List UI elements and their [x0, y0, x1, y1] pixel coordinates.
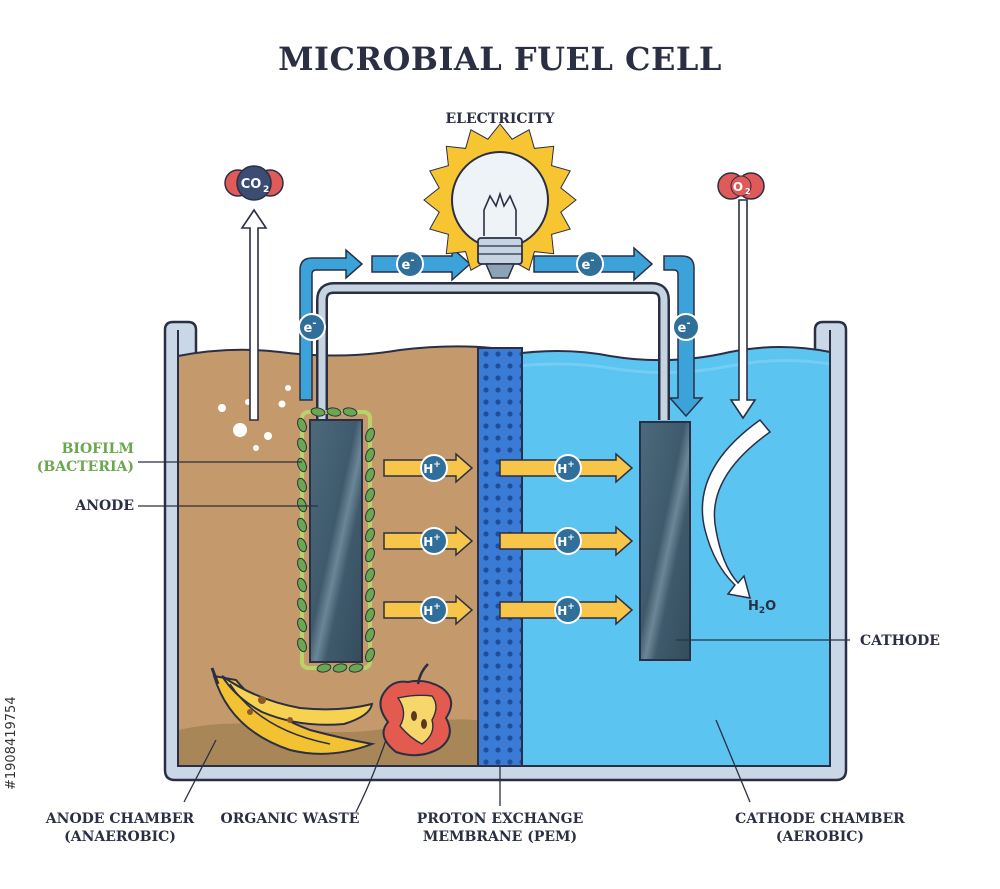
bacteria-cell-11: [365, 527, 375, 543]
co2-molecule-icon: CO 2: [224, 165, 284, 201]
bacteria-cell-22: [297, 637, 307, 653]
electron-badge-2: e-: [576, 250, 604, 278]
proton-badge-1-1: H+: [554, 527, 582, 555]
o2-arrow: [729, 199, 757, 420]
cathode-label: CATHODE: [860, 633, 940, 649]
anode-chamber-line1: ANODE CHAMBER: [45, 811, 195, 827]
o2-molecule-icon: O 2: [717, 172, 765, 200]
proton-flow: H+ H+ H+ H+ H+ H+: [383, 452, 634, 626]
anode-chamber-label: ANODE CHAMBER (ANAEROBIC): [30, 810, 210, 846]
organic-waste-label: ORGANIC WASTE: [220, 811, 360, 827]
bacteria-cell-5: [365, 467, 375, 483]
bacteria-cell-25: [316, 663, 332, 673]
cathode-chamber-label: CATHODE CHAMBER (AEROBIC): [730, 810, 910, 846]
biofilm-label: BIOFILM (BACTERIA): [10, 440, 134, 476]
bacteria-cell-3: [365, 447, 375, 463]
biofilm-label-line1: BIOFILM: [61, 441, 134, 457]
biofilm-bacteria: [297, 407, 375, 673]
bacteria-cell-18: [297, 597, 307, 613]
bacteria-cell-6: [297, 477, 307, 493]
bacteria-cell-20: [297, 617, 307, 633]
banana-peel-icon: [210, 667, 376, 755]
electron-badge-0: e-: [298, 313, 326, 341]
o2-sub: 2: [745, 187, 751, 196]
anode-chamber-line2: (ANAEROBIC): [64, 829, 176, 845]
bacteria-cell-15: [365, 567, 375, 583]
electron-particles: e-e-e-e-: [298, 250, 700, 341]
container: [163, 320, 848, 782]
co2-sub: 2: [263, 185, 269, 195]
proton-badge-2-1: H+: [554, 596, 582, 624]
proton-badge-0-0: H+: [420, 454, 448, 482]
bacteria-cell-23: [365, 647, 375, 663]
o2-text: O: [733, 180, 743, 194]
stock-id-vertical: #1908419754: [4, 696, 19, 790]
pem-label-line2: MEMBRANE (PEM): [422, 829, 578, 845]
bacteria-cell-9: [365, 507, 375, 523]
bacteria-cell-27: [332, 663, 348, 673]
proton-badge-1-0: H+: [420, 527, 448, 555]
bacteria-cell-14: [297, 557, 307, 573]
bacteria-cell-7: [365, 487, 375, 503]
water-formation-arrow: [701, 418, 772, 599]
bacteria-cell-16: [297, 577, 307, 593]
bacteria-cell-26: [326, 407, 342, 417]
proton-badge-2-0: H+: [420, 596, 448, 624]
bacteria-cell-10: [297, 517, 307, 533]
bacteria-cell-24: [310, 407, 326, 417]
bacteria-cell-13: [365, 547, 375, 563]
electron-badge-1: e-: [396, 250, 424, 278]
pem-label-line1: PROTON EXCHANGE: [416, 811, 584, 827]
pem-label: PROTON EXCHANGE MEMBRANE (PEM): [410, 810, 590, 846]
diagram-title: MICROBIAL FUEL CELL: [278, 40, 722, 78]
light-bulb-icon: [423, 123, 577, 279]
h2o-label: H2O: [748, 599, 776, 616]
external-wire: [316, 282, 670, 420]
proton-badge-0-1: H+: [554, 454, 582, 482]
co2-text: CO: [241, 177, 262, 192]
electron-badge-3: e-: [672, 313, 700, 341]
apple-core-icon: [379, 663, 453, 757]
bacteria-cell-1: [365, 427, 375, 443]
anode-electrode: [309, 419, 363, 663]
bacteria-cell-29: [348, 663, 364, 673]
bacteria-cell-21: [365, 627, 375, 643]
cathode-electrode: [639, 421, 691, 661]
electron-flow: [299, 246, 704, 418]
electricity-label: ELECTRICITY: [445, 111, 555, 127]
bacteria-cell-19: [365, 607, 375, 623]
proton-exchange-membrane: [477, 347, 523, 767]
bacteria-cell-28: [342, 407, 358, 417]
cathode-chamber-line2: (AEROBIC): [775, 829, 865, 845]
anode-label: ANODE: [75, 498, 134, 514]
label-leader-lines: [138, 461, 850, 813]
co2-arrow: [240, 208, 268, 421]
bacteria-cell-0: [297, 417, 307, 433]
biofilm-label-line2: (BACTERIA): [36, 459, 134, 475]
bacteria-cell-12: [297, 537, 307, 553]
cathode-chamber-line1: CATHODE CHAMBER: [735, 811, 905, 827]
bacteria-cell-17: [365, 587, 375, 603]
bacteria-cell-2: [297, 437, 307, 453]
